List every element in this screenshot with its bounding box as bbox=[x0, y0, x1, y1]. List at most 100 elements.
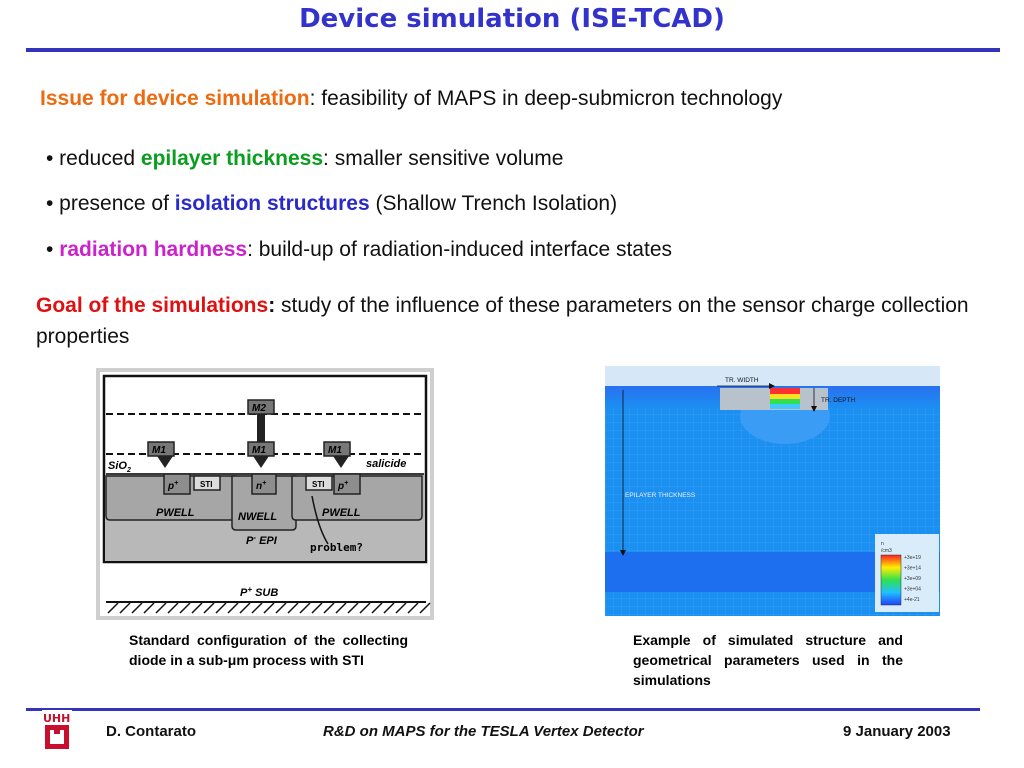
hatch-line bbox=[203, 602, 215, 614]
bullet-key-epilayer: epilayer thickness bbox=[140, 147, 324, 170]
problem-label: problem? bbox=[310, 541, 363, 554]
diode-cross-section-figure: M2 M1 M1 M1 SiO2 salicide p+ n+ p+ STI S… bbox=[96, 368, 434, 620]
title-divider bbox=[26, 48, 1000, 52]
legend-unit-a: n bbox=[881, 541, 884, 547]
bullet-key-radiation: radiation hardness bbox=[59, 238, 248, 261]
legend-unit-b: /cm3 bbox=[881, 548, 892, 554]
bullet-key-isolation: isolation structures bbox=[174, 192, 370, 215]
legend-tick-label: +3e+14 bbox=[904, 566, 921, 572]
issue-label: Issue for device simulation bbox=[40, 87, 310, 110]
hatch-line bbox=[131, 602, 143, 614]
p-plus-left-shape bbox=[163, 473, 191, 495]
bullet-rest: : build-up of radiation-induced interfac… bbox=[247, 238, 672, 261]
hatch-line bbox=[407, 602, 419, 614]
m2-label: M2 bbox=[252, 403, 266, 414]
legend-tick-label: +3e+04 bbox=[904, 587, 921, 593]
nwell-shape bbox=[231, 475, 297, 531]
p-plus-right-label: p+ bbox=[337, 480, 348, 492]
sim-implant-yellow bbox=[770, 394, 800, 399]
logo-icon: UHH bbox=[42, 710, 72, 750]
epi-label: P- EPI bbox=[246, 533, 278, 547]
sim-top-margin bbox=[605, 366, 940, 386]
hatch-line bbox=[287, 602, 299, 614]
tr-depth-arrow bbox=[811, 406, 817, 412]
tcad-simulation-figure: TR. WIDTH TR. DEPTH EPILAYER THICKNESS n… bbox=[605, 366, 940, 616]
footer-author: D. Contarato bbox=[106, 723, 196, 740]
sio2-label: SiO2 bbox=[108, 460, 131, 474]
legend-colorbar bbox=[880, 554, 902, 606]
m1-right-label: M1 bbox=[328, 445, 342, 456]
bullet-rest: (Shallow Trench Isolation) bbox=[369, 192, 618, 215]
sim-implant-green bbox=[770, 399, 800, 404]
footer-date: 9 January 2003 bbox=[843, 723, 951, 740]
hatch-line bbox=[419, 602, 431, 614]
hatch-line bbox=[383, 602, 395, 614]
bullet-rest: : smaller sensitive volume bbox=[323, 147, 564, 170]
bullet-prefix: • reduced bbox=[46, 147, 141, 170]
hatch-line bbox=[227, 602, 239, 614]
p-plus-right-shape bbox=[333, 473, 361, 495]
goal-text: study of the influence of these paramete… bbox=[36, 294, 969, 348]
sti-left-shape bbox=[193, 475, 221, 491]
footer-divider bbox=[26, 708, 980, 711]
hatch-line bbox=[275, 602, 287, 614]
hatch-line bbox=[359, 602, 371, 614]
right-figure-caption: Example of simulated structure and geome… bbox=[633, 632, 903, 688]
sim-implant-red bbox=[770, 388, 800, 394]
contact-center bbox=[253, 456, 269, 468]
problem-arrow bbox=[311, 495, 329, 545]
hatch-line bbox=[299, 602, 311, 614]
m1-left-label: M1 bbox=[152, 445, 166, 456]
hatch-line bbox=[119, 602, 131, 614]
n-plus-label: n+ bbox=[256, 480, 266, 492]
tr-depth-label: TR. DEPTH bbox=[821, 397, 856, 404]
goal-label: Goal of the simulations bbox=[36, 294, 269, 317]
hatch-line bbox=[323, 602, 335, 614]
pwell-left-label: PWELL bbox=[156, 507, 195, 519]
hatch-line bbox=[155, 602, 167, 614]
sim-implant-cyan bbox=[770, 404, 800, 409]
bullet-epilayer: • reduced epilayer thickness: smaller se… bbox=[46, 147, 563, 171]
issue-line: Issue for device simulation: feasibility… bbox=[40, 87, 782, 111]
sti-left-label: STI bbox=[200, 480, 212, 489]
nwell-label: NWELL bbox=[238, 511, 277, 523]
legend-tick-label: +3e+09 bbox=[904, 576, 921, 582]
legend-tick-label: +3e+19 bbox=[904, 555, 921, 561]
silicide-label: salicide bbox=[366, 458, 406, 470]
hatch-line bbox=[215, 602, 227, 614]
left-figure-caption: Standard configuration of the collecting… bbox=[129, 632, 408, 668]
hatch-line bbox=[263, 602, 275, 614]
footer-talk-title: R&D on MAPS for the TESLA Vertex Detecto… bbox=[323, 723, 644, 740]
hatch-line bbox=[239, 602, 251, 614]
via-m2 bbox=[257, 414, 265, 442]
hatch-line bbox=[311, 602, 323, 614]
legend-ticks: +3e+19 +3e+14 +3e+09 +3e+04 +4e-21 bbox=[904, 555, 921, 603]
legend-tick-label: +4e-21 bbox=[904, 597, 920, 603]
hatch-line bbox=[395, 602, 407, 614]
substrate-hatching bbox=[107, 602, 431, 614]
sti-right-label: STI bbox=[312, 480, 324, 489]
hatch-line bbox=[143, 602, 155, 614]
goal-paragraph: Goal of the simulations: study of the in… bbox=[36, 290, 1006, 352]
slide-title: Device simulation (ISE-TCAD) bbox=[299, 4, 725, 34]
logo-text: UHH bbox=[43, 712, 70, 725]
goal-colon: : bbox=[268, 294, 276, 317]
hatch-line bbox=[251, 602, 263, 614]
bullet-prefix: • presence of bbox=[46, 192, 175, 215]
n-plus-shape bbox=[251, 473, 277, 495]
hatch-line bbox=[179, 602, 191, 614]
bullet-isolation: • presence of isolation structures (Shal… bbox=[46, 192, 617, 216]
sti-right-shape bbox=[305, 475, 333, 491]
hatch-line bbox=[191, 602, 203, 614]
hatch-line bbox=[167, 602, 179, 614]
issue-text: : feasibility of MAPS in deep-submicron … bbox=[309, 87, 783, 110]
bullet-prefix: • bbox=[46, 238, 60, 261]
epilayer-label: EPILAYER THICKNESS bbox=[625, 492, 696, 499]
p-plus-left-label: p+ bbox=[167, 480, 178, 492]
contact-left bbox=[157, 456, 173, 468]
m1-center-label: M1 bbox=[252, 445, 266, 456]
university-logo: UHH bbox=[42, 710, 72, 750]
sub-label: P+ SUB bbox=[240, 585, 278, 599]
device-box bbox=[102, 374, 428, 564]
pwell-right-label: PWELL bbox=[322, 507, 361, 519]
